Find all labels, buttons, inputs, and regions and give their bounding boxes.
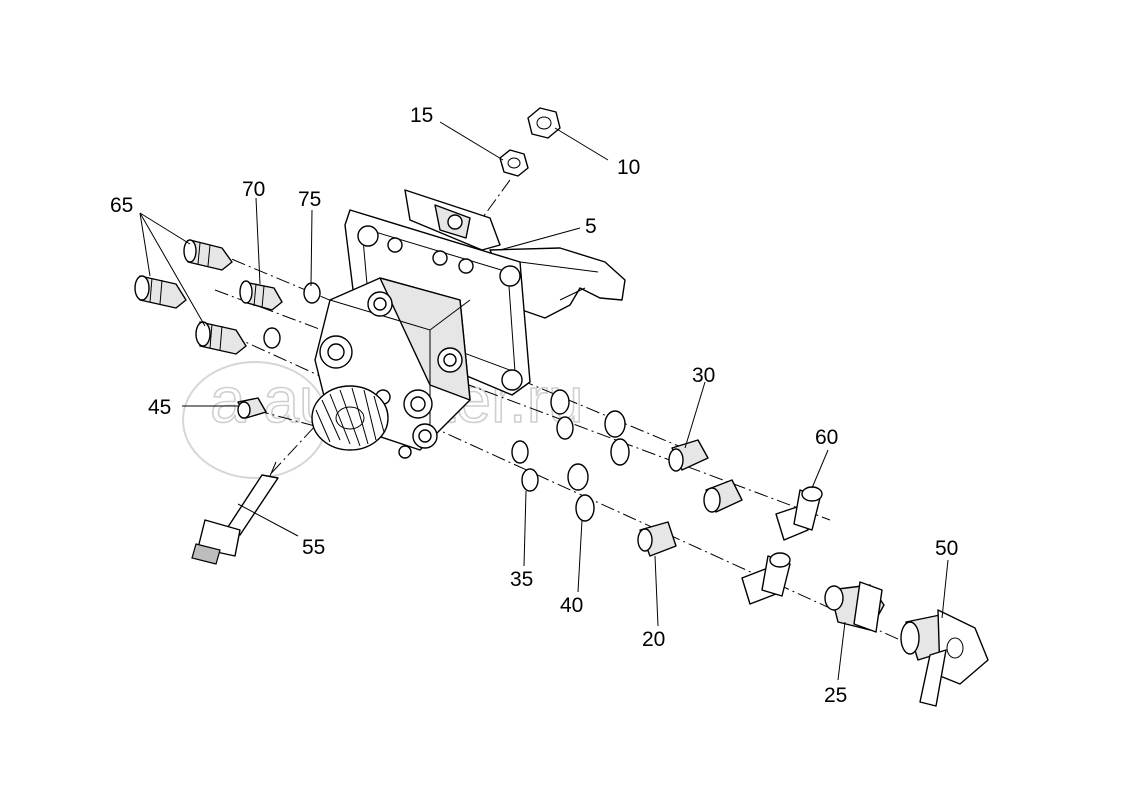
washers-35-40 bbox=[511, 389, 630, 522]
nut-10 bbox=[527, 107, 561, 139]
brake-valve-assembly bbox=[311, 189, 626, 459]
callout-5: 5 bbox=[585, 215, 597, 238]
callout-75: 75 bbox=[298, 188, 321, 211]
pressure-switch-55 bbox=[191, 461, 279, 565]
callout-45: 45 bbox=[148, 396, 171, 419]
leader-lines bbox=[139, 121, 949, 681]
elbow-fitting-lower bbox=[741, 552, 791, 605]
callout-70: 70 bbox=[242, 178, 265, 201]
coupling-25 bbox=[824, 581, 885, 633]
callout-55: 55 bbox=[302, 536, 325, 559]
callout-10: 10 bbox=[617, 156, 640, 179]
callout-40: 40 bbox=[560, 594, 583, 617]
callout-35: 35 bbox=[510, 568, 533, 591]
callout-15: 15 bbox=[410, 104, 433, 127]
callout-20: 20 bbox=[642, 628, 665, 651]
plug-30 bbox=[668, 439, 709, 472]
callout-65: 65 bbox=[110, 194, 133, 217]
plug-20 bbox=[637, 521, 677, 557]
coupling-head-50 bbox=[900, 609, 989, 707]
adapter-fitting bbox=[703, 479, 743, 513]
elbow-fitting-60 bbox=[775, 486, 823, 541]
fittings-65 bbox=[134, 239, 247, 355]
callout-60: 60 bbox=[815, 426, 838, 449]
callout-30: 30 bbox=[692, 364, 715, 387]
callouts: 15 10 65 70 75 5 30 60 45 55 35 40 20 50… bbox=[110, 104, 958, 707]
o-rings-75 bbox=[263, 282, 321, 349]
nut-15 bbox=[499, 149, 529, 177]
callout-25: 25 bbox=[824, 684, 847, 707]
fitting-70 bbox=[239, 280, 283, 311]
plug-45 bbox=[237, 397, 267, 419]
callout-50: 50 bbox=[935, 537, 958, 560]
